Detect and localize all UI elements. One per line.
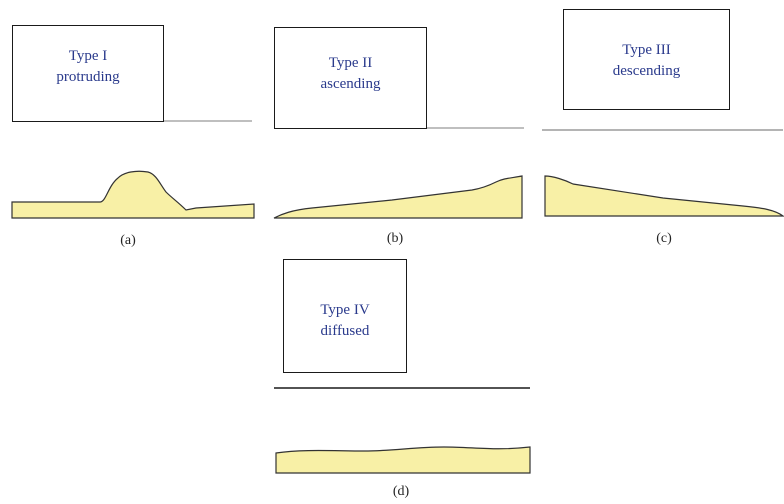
type-desc-a: protruding [56,69,120,85]
ascending-lesion-profile [273,175,523,219]
type-label-b: Type II [328,55,373,71]
type-desc-c: descending [612,63,681,79]
baseline-b [427,127,524,129]
type-desc-b: ascending [320,76,381,92]
descending-lesion-profile [544,175,784,217]
caption-a: (a) [120,233,136,248]
baseline-c [542,129,783,131]
type-label-box-d: Type IV diffused [283,259,407,373]
type-label-c: Type III [622,42,671,58]
protruding-lesion-profile [11,170,255,219]
baseline-d [274,387,530,389]
type-label-box-c: Type III descending [563,9,730,110]
caption-c: (c) [656,231,672,246]
diffused-lesion-profile [275,446,531,474]
type-label-box-b: Type II ascending [274,27,427,129]
type-desc-d: diffused [320,323,370,339]
caption-b: (b) [386,231,404,246]
type-label-a: Type I [68,48,108,64]
caption-d: (d) [392,484,410,499]
baseline-a [164,120,252,122]
type-label-d: Type IV [320,302,370,318]
type-label-box-a: Type I protruding [12,25,164,122]
